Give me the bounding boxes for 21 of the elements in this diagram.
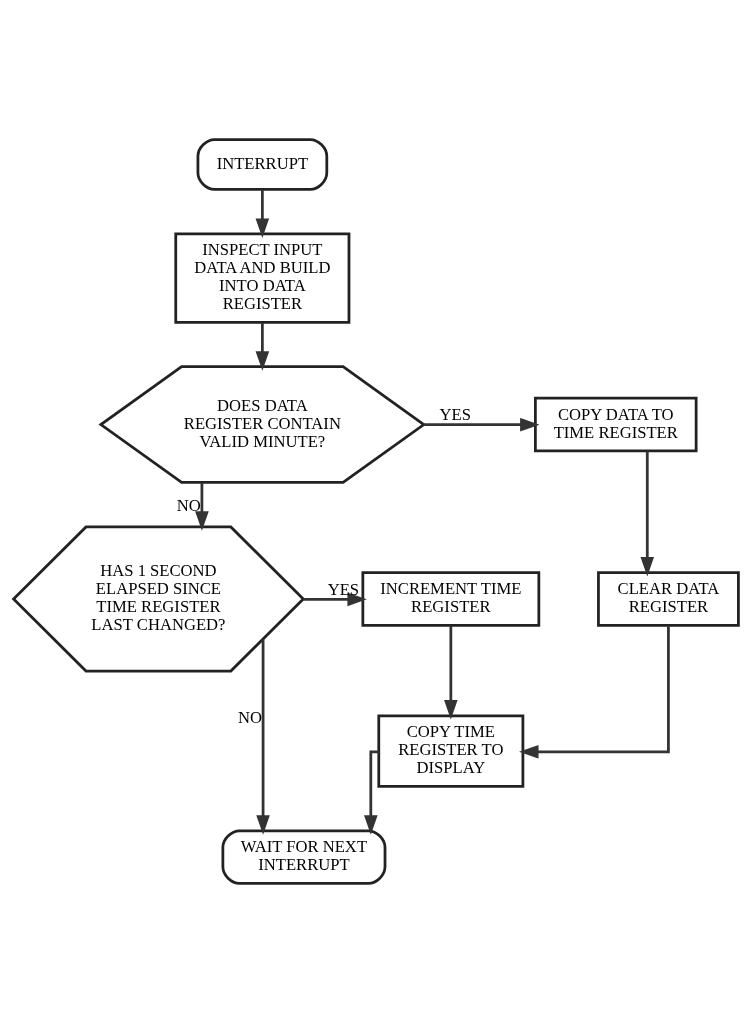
edge-label: YES xyxy=(439,405,471,425)
arrow xyxy=(256,639,270,835)
node-box: WAIT FOR NEXT INTERRUPT xyxy=(221,829,387,885)
node-box: CLEAR DATA REGISTER xyxy=(597,571,740,627)
edge-label: YES xyxy=(327,579,360,599)
node-box: INSPECT INPUT DATA AND BUILD INTO DATA REGISTER xyxy=(174,232,351,324)
arrow xyxy=(364,750,379,835)
node-box: COPY TIME REGISTER TO DISPLAY xyxy=(377,714,525,788)
edge-label: NO xyxy=(237,708,262,728)
arrow xyxy=(444,625,458,720)
arrow xyxy=(303,592,367,607)
edge-label: NO xyxy=(176,495,201,515)
arrow xyxy=(255,322,270,371)
arrow xyxy=(423,417,540,432)
node-box: INTERRUPT xyxy=(196,138,329,191)
arrow xyxy=(255,189,270,238)
node-box: INCREMENT TIME REGISTER xyxy=(361,571,541,627)
arrow xyxy=(519,625,670,759)
arrow xyxy=(195,482,209,531)
arrow xyxy=(640,451,655,577)
node-box: COPY DATA TO TIME REGISTER xyxy=(534,396,698,453)
